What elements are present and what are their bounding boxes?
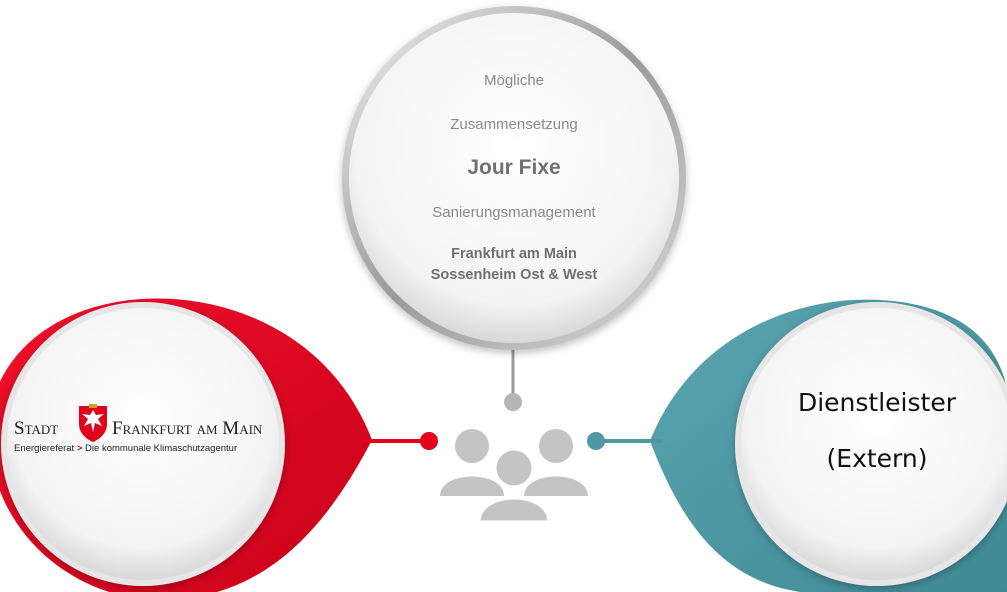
- top-circle-line1: Mögliche: [483, 72, 545, 89]
- top-connector-dot: [504, 393, 522, 411]
- left-circle: [7, 308, 279, 580]
- logo-subline: Energiereferat > Die kommunale Klimaschu…: [14, 443, 237, 454]
- top-circle-location-line1: Frankfurt am Main: [451, 246, 577, 262]
- right-circle-line1: Dienstleister: [797, 388, 956, 417]
- logo-sub-arrow: >: [76, 443, 83, 454]
- top-circle-title: Jour Fixe: [467, 156, 561, 179]
- right-circle: [741, 308, 1007, 580]
- logo-sub-right: Die kommunale Klimaschutzagentur: [85, 443, 238, 454]
- frankfurt-eagle-crest-icon: [79, 404, 107, 442]
- top-circle-line4: Sanierungsmanagement: [432, 204, 596, 221]
- top-circle-location-line2: Sossenheim Ost & West: [430, 267, 598, 283]
- top-circle: [349, 13, 679, 343]
- right-circle-line2: (Extern): [826, 444, 928, 473]
- top-circle-line2: Zusammensetzung: [450, 116, 578, 133]
- people-group-icon: [440, 429, 588, 524]
- left-connector-dot: [420, 432, 438, 450]
- logo-sub-left: Energiereferat: [14, 443, 75, 454]
- right-connector-dot: [587, 432, 605, 450]
- logo-frankfurt-text: Frankfurt am Main: [112, 418, 263, 439]
- logo-stadt-text: Stadt: [14, 418, 59, 439]
